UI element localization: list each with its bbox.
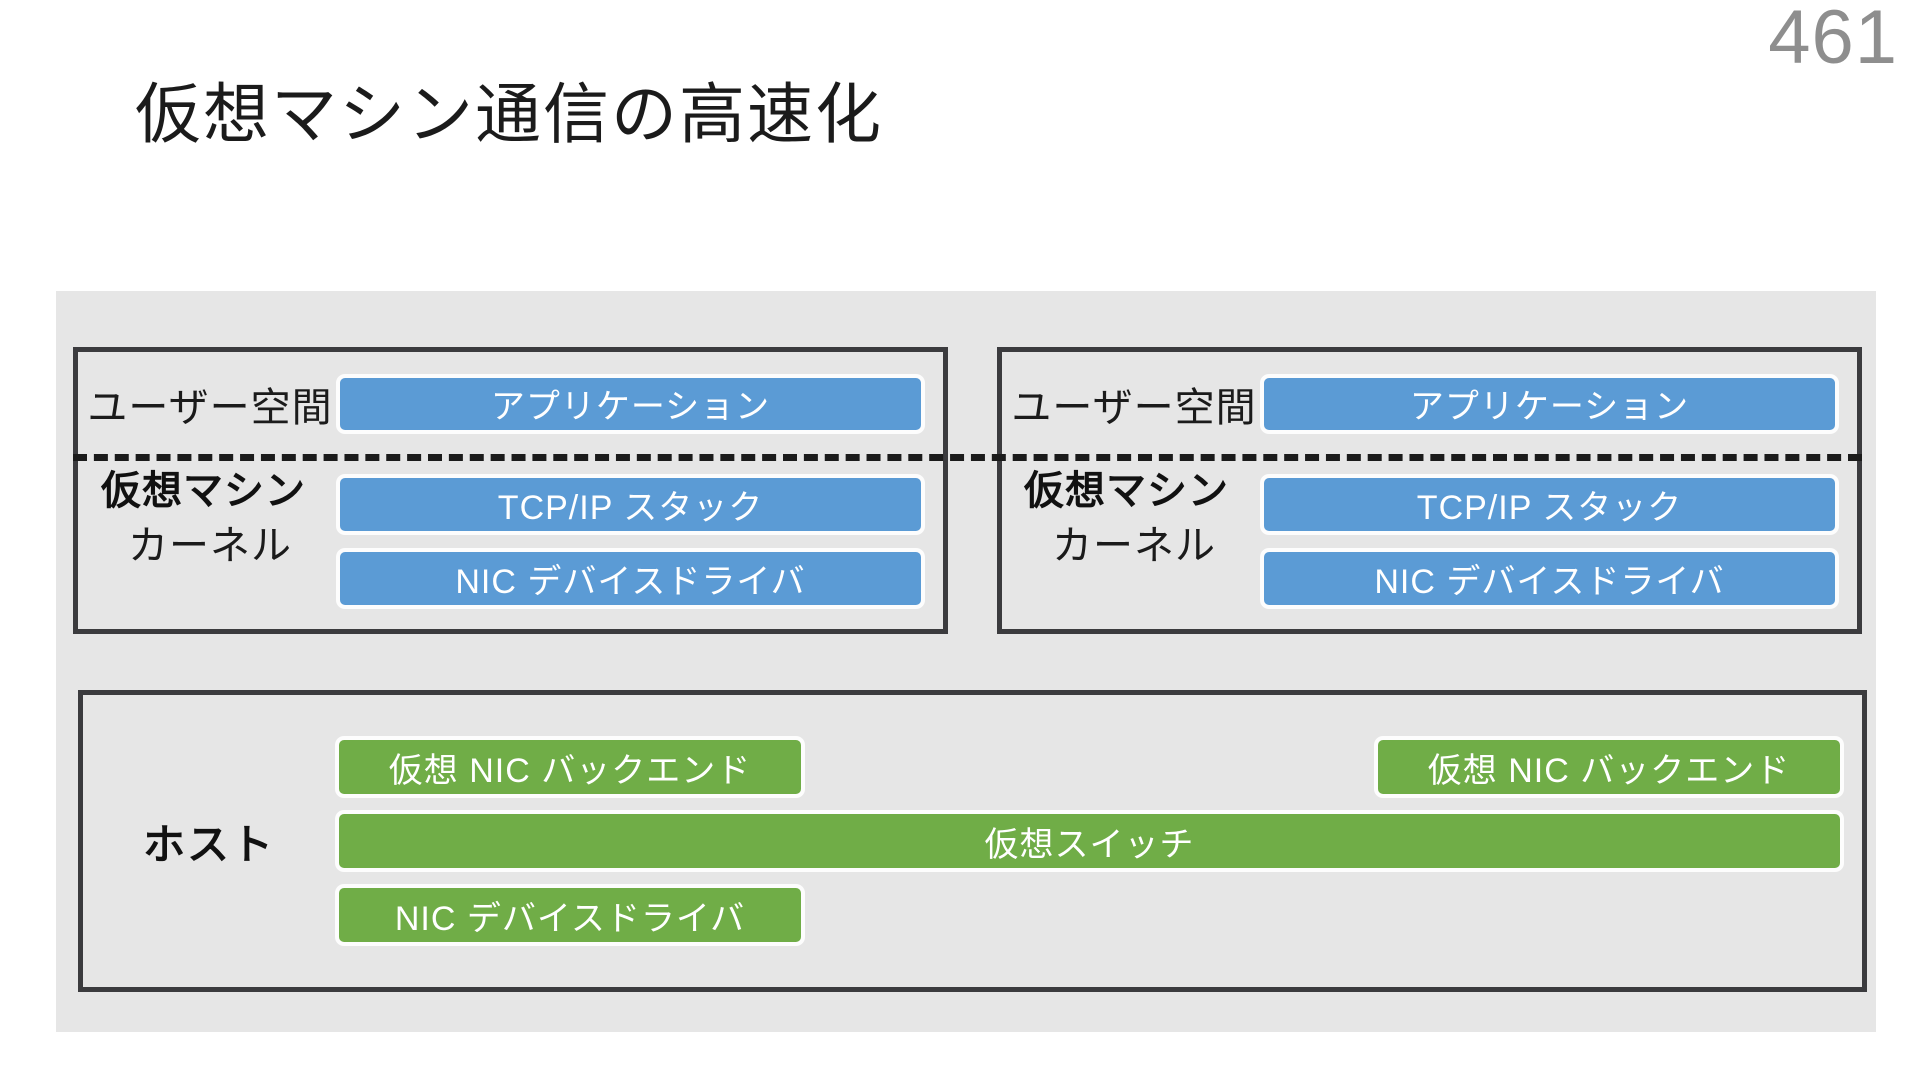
host-box: ホスト 仮想 NIC バックエンド 仮想 NIC バックエンド 仮想スイッチ N… bbox=[78, 690, 1867, 992]
host-stack: 仮想 NIC バックエンド 仮想 NIC バックエンド 仮想スイッチ NIC デ… bbox=[335, 736, 1862, 946]
page-number: 461 bbox=[1768, 0, 1898, 80]
vm-right-kernel-row: カーネル TCP/IP スタック NIC デバイスドライバ bbox=[1002, 460, 1857, 623]
vm-right-userspace-label: ユーザー空間 bbox=[1011, 385, 1257, 430]
host-label: ホスト bbox=[142, 820, 275, 868]
host-virtual-switch-box: 仮想スイッチ bbox=[335, 810, 1844, 872]
vm-left-application-box: アプリケーション bbox=[336, 373, 925, 434]
diagram-panel: ユーザー空間 アプリケーション カーネル TCP/IP スタック NIC デバイ… bbox=[56, 291, 1876, 1032]
vm-left-nic-driver-box: NIC デバイスドライバ bbox=[336, 548, 925, 609]
virtual-machines-row: ユーザー空間 アプリケーション カーネル TCP/IP スタック NIC デバイ… bbox=[73, 347, 1862, 634]
host-nic-backend-left-box: 仮想 NIC バックエンド bbox=[335, 736, 805, 798]
page-title: 仮想マシン通信の高速化 bbox=[135, 77, 883, 151]
userspace-kernel-dashed-divider bbox=[73, 454, 1862, 461]
vm-right-userspace-row: ユーザー空間 アプリケーション bbox=[1002, 362, 1857, 445]
vm-right-userspace-stack: アプリケーション bbox=[1260, 373, 1857, 434]
vm-right-nic-driver-box: NIC デバイスドライバ bbox=[1260, 548, 1839, 609]
vm-left-tcpip-stack-box: TCP/IP スタック bbox=[336, 474, 925, 535]
virtual-machine-box-right: ユーザー空間 アプリケーション カーネル TCP/IP スタック NIC デバイ… bbox=[997, 347, 1862, 634]
vm-left-userspace-label: ユーザー空間 bbox=[87, 385, 333, 430]
host-nic-driver-row: NIC デバイスドライバ bbox=[335, 884, 1844, 946]
host-nic-backend-right-box: 仮想 NIC バックエンド bbox=[1374, 736, 1844, 798]
vm-right-kernel-label: カーネル bbox=[1052, 523, 1216, 568]
vm-right-application-box: アプリケーション bbox=[1260, 373, 1839, 434]
vm-left-kernel-label: カーネル bbox=[128, 523, 292, 568]
vm-right-tag: 仮想マシン bbox=[1024, 469, 1229, 513]
vm-right-kernel-stack: TCP/IP スタック NIC デバイスドライバ bbox=[1260, 474, 1857, 609]
host-nic-driver-box: NIC デバイスドライバ bbox=[335, 884, 805, 946]
vm-left-kernel-row: カーネル TCP/IP スタック NIC デバイスドライバ bbox=[78, 460, 943, 623]
vm-left-kernel-stack: TCP/IP スタック NIC デバイスドライバ bbox=[336, 474, 943, 609]
vm-left-userspace-stack: アプリケーション bbox=[336, 373, 943, 434]
host-nic-backend-row: 仮想 NIC バックエンド 仮想 NIC バックエンド bbox=[335, 736, 1844, 798]
virtual-machine-box-left: ユーザー空間 アプリケーション カーネル TCP/IP スタック NIC デバイ… bbox=[73, 347, 948, 634]
host-virtual-switch-row: 仮想スイッチ bbox=[335, 810, 1844, 872]
vm-left-userspace-row: ユーザー空間 アプリケーション bbox=[78, 362, 943, 445]
vm-left-tag: 仮想マシン bbox=[101, 469, 306, 513]
vm-right-tcpip-stack-box: TCP/IP スタック bbox=[1260, 474, 1839, 535]
